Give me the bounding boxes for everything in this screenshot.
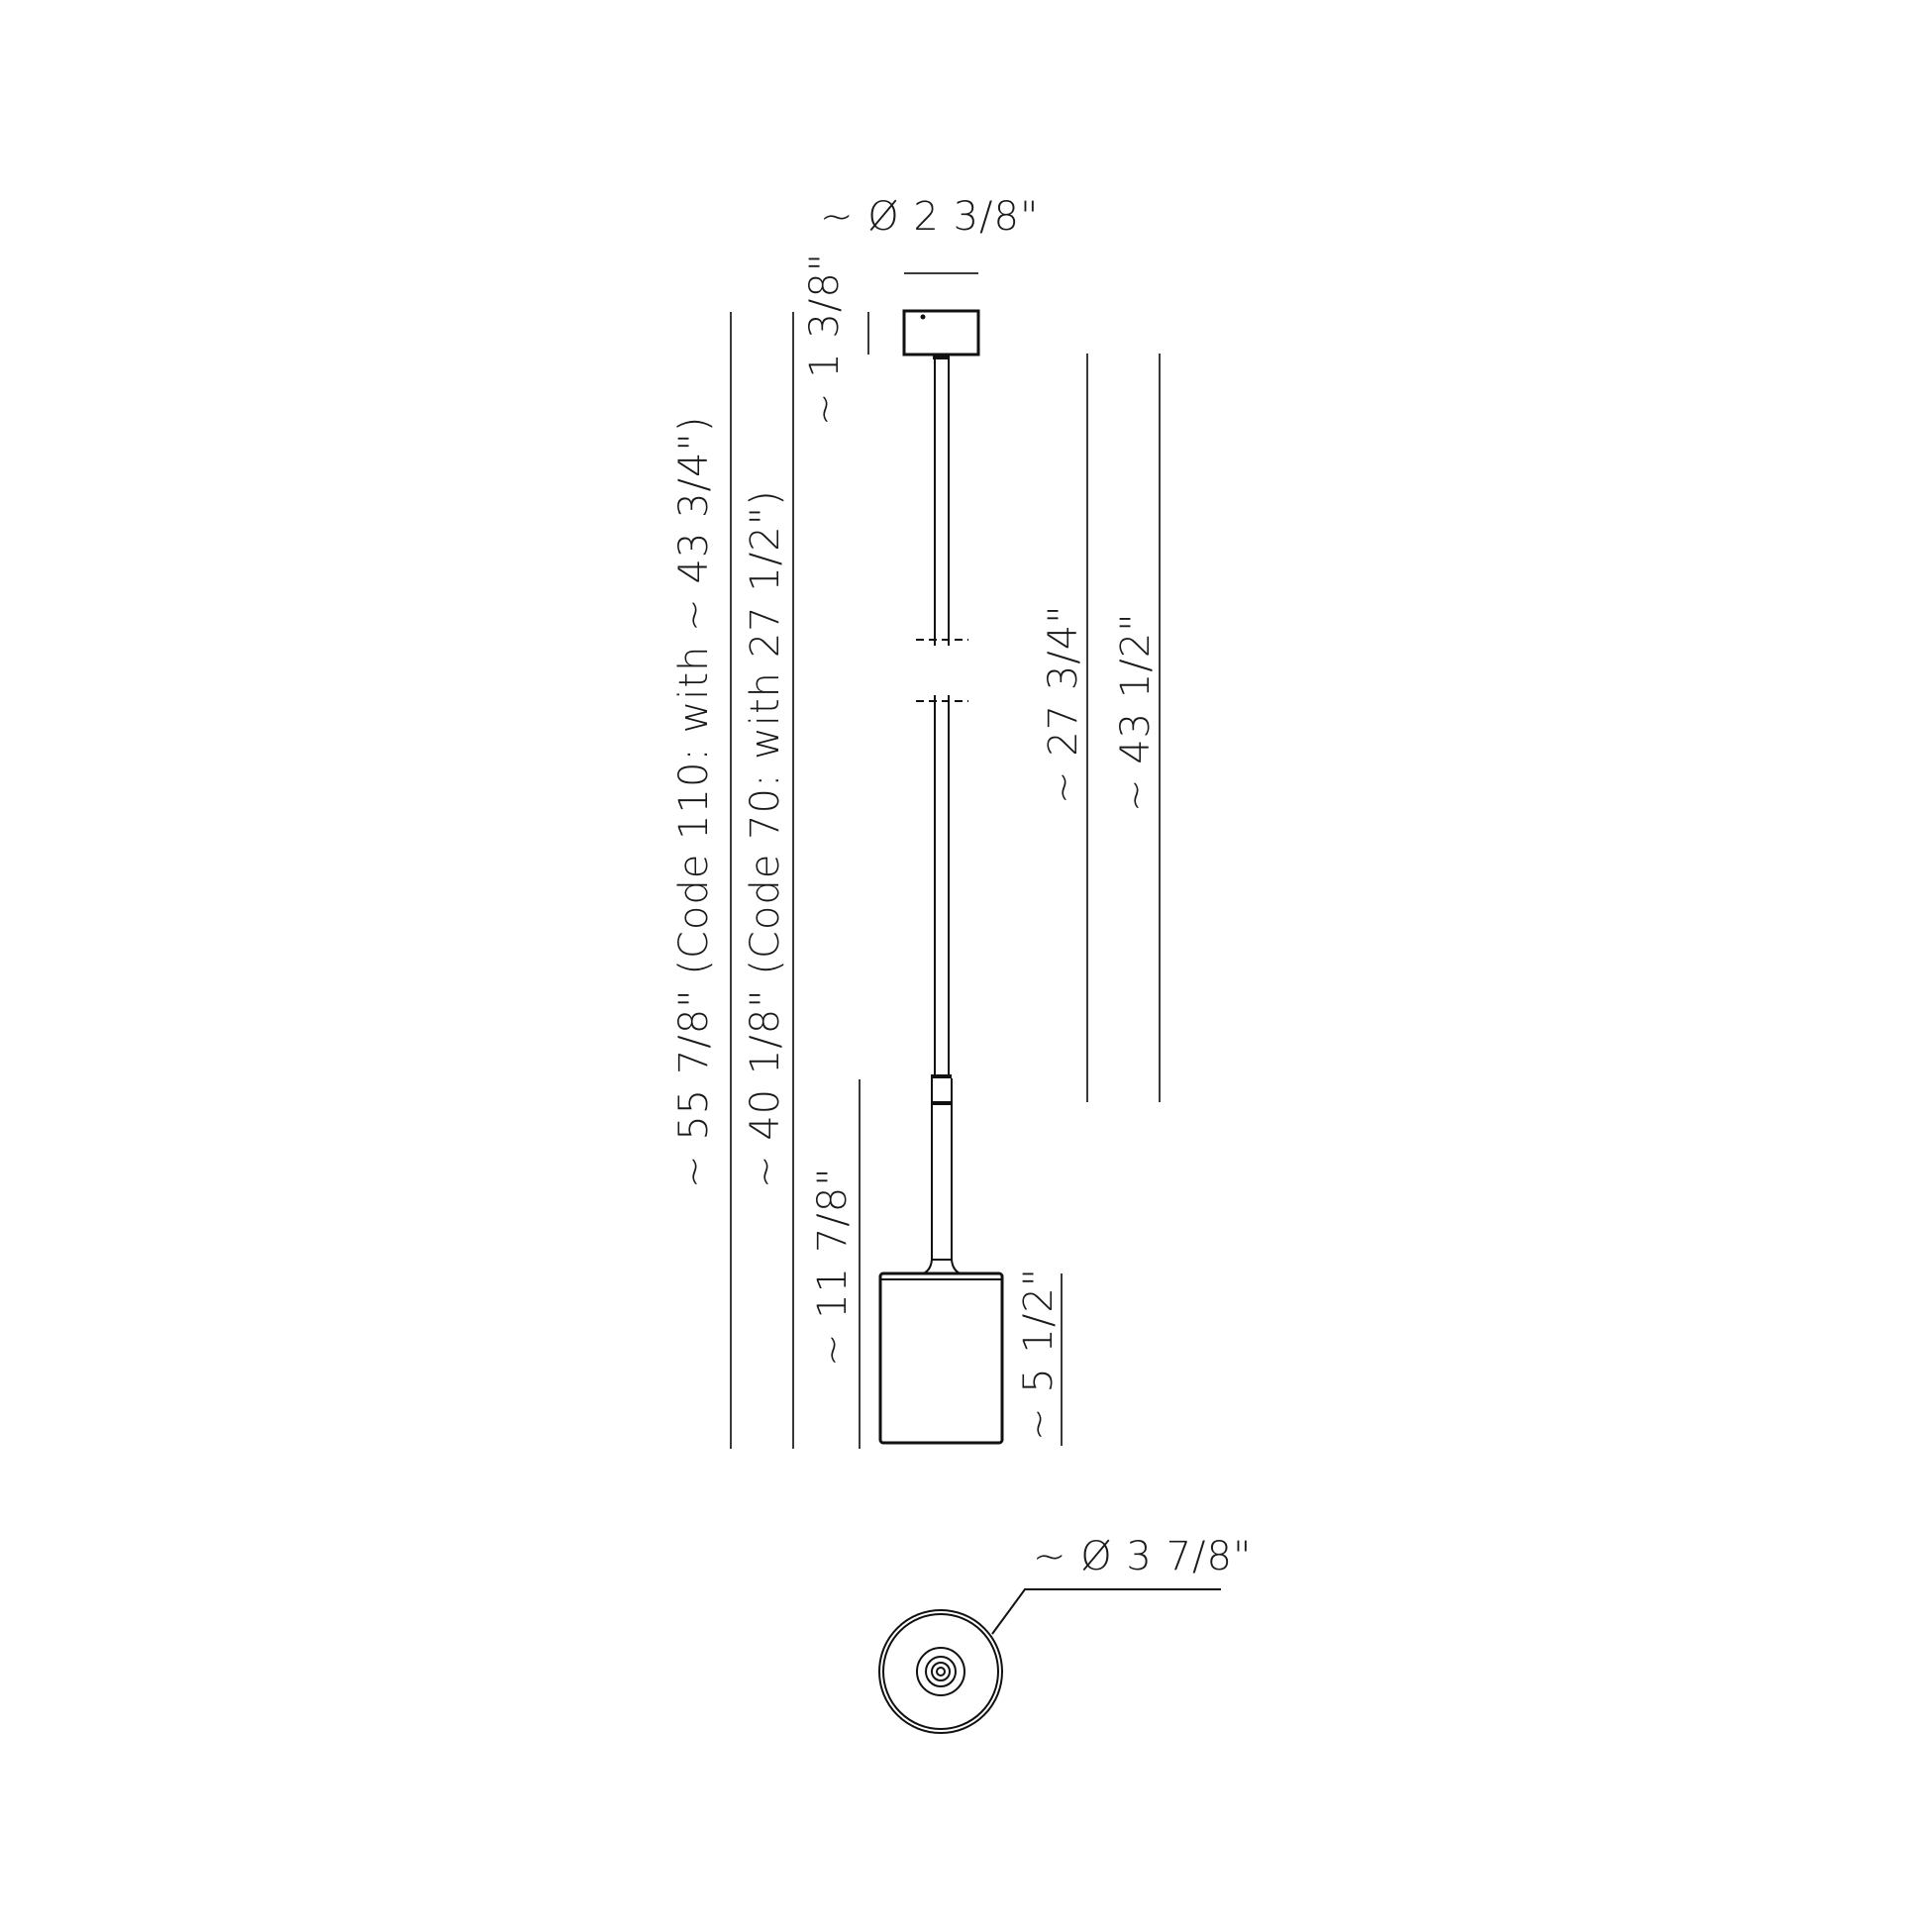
lamp-elevation xyxy=(878,309,1004,1445)
canopy-collar xyxy=(933,354,950,359)
lamp-bottom-view xyxy=(878,1609,1003,1734)
rod-long-label: ~ 43 1/2" xyxy=(1113,612,1159,812)
shade-outer-ring xyxy=(878,1609,1003,1734)
shade-diameter-leader xyxy=(991,1588,1221,1635)
shade-inner-ring xyxy=(916,1647,965,1696)
overall-code110-label: ~ 55 7/8" (Code 110: with ~ 43 3/4") xyxy=(671,416,717,1188)
shade xyxy=(878,1271,1004,1445)
overall-code70-label: ~ 40 1/8" (Code 70: with 27 1/2") xyxy=(743,489,788,1188)
canopy-screw-icon xyxy=(920,314,926,320)
socket-icon xyxy=(931,1662,951,1681)
rod-short-label: ~ 27 3/4" xyxy=(1041,604,1086,804)
rod-joint xyxy=(931,1074,952,1078)
lamp-body-height-label: ~ 11 7/8" xyxy=(810,1167,856,1367)
canopy xyxy=(902,309,980,356)
canopy-diameter-label: ~ Ø 2 3/8" xyxy=(820,194,1039,240)
shade-diameter-label: ~ Ø 3 7/8" xyxy=(1033,1534,1252,1579)
shade-height-label: ~ 5 1/2" xyxy=(1016,1268,1062,1441)
canopy-height-label: ~ 1 3/8" xyxy=(802,253,848,426)
